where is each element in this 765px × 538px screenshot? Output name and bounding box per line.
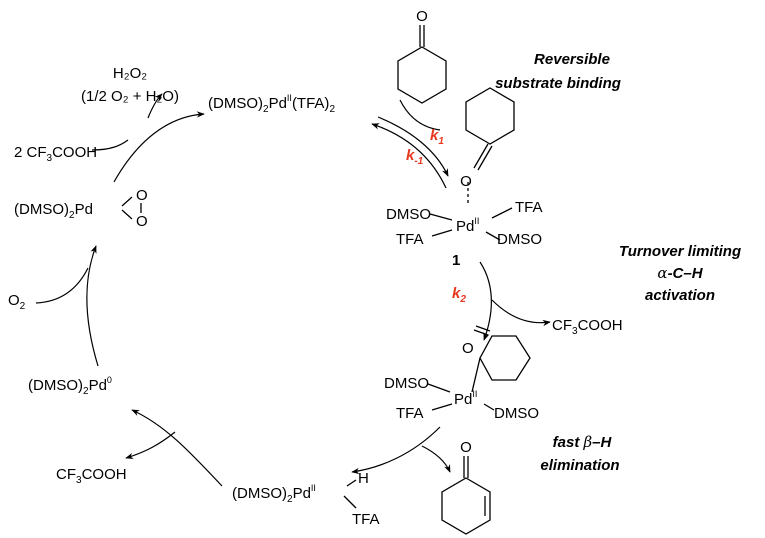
- cyclohexenone: O: [441, 439, 491, 535]
- cf3cooh-x2-label: 2 CF3COOH: [14, 144, 97, 164]
- cyclohexanone: O: [397, 8, 447, 104]
- arrow-h2o2-release: [147, 93, 163, 119]
- complex1-dmso-right: DMSO: [497, 231, 542, 248]
- alkyl-dmso-left: DMSO: [384, 375, 429, 392]
- h2o2-label: H₂O₂: [113, 65, 147, 82]
- arrow-binding-forward: [377, 116, 449, 177]
- cyclohexanone-oxygen: O: [416, 8, 428, 25]
- alkyl-dmso-right: DMSO: [494, 405, 539, 422]
- note-turnover-3: activation: [645, 287, 715, 304]
- pd0-label: (DMSO)2Pd0: [28, 375, 112, 397]
- arrow-beta-elimination: [351, 426, 441, 475]
- h2o2-alt-label: (1/2 O₂ + H₂O): [81, 88, 179, 105]
- complex1-tfa-left: TFA: [396, 231, 424, 248]
- peroxo-oxygen-bottom: O: [136, 213, 148, 230]
- cf3cooh-right-label: CF3COOH: [552, 317, 623, 337]
- alkyl-pd-complex: O DMSO PdII TFA DMSO: [384, 325, 539, 422]
- alkyl-pd-ox: II: [472, 389, 477, 399]
- arrow-substrate-feed: [399, 99, 441, 131]
- arrow-activation: [479, 261, 492, 341]
- cycle-arrows: [35, 93, 551, 487]
- note-fast-1: fast β–H: [553, 433, 613, 451]
- arrow-binding-reverse: [371, 123, 447, 189]
- arrow-cf3cooh-release-left: [125, 431, 176, 459]
- note-reversible-2: substrate binding: [495, 75, 621, 92]
- arrow-enone-release: [421, 445, 451, 473]
- note-turnover-2: α-C–H: [657, 264, 703, 282]
- peroxo-ligand: (DMSO): [14, 201, 69, 218]
- rate-k2: k2: [452, 285, 466, 305]
- svg-text:PdII: PdII: [456, 216, 479, 235]
- cyclohexenone-oxygen: O: [460, 439, 472, 456]
- svg-text:(DMSO)2PdII: (DMSO)2PdII: [232, 483, 316, 505]
- svg-text:PdII: PdII: [454, 389, 477, 408]
- rate-k1: k1: [430, 127, 444, 147]
- complex-1: O DMSO PdII TFA TFA DMSO 1: [386, 173, 543, 269]
- complex1-pd-ox: II: [474, 216, 479, 226]
- complex1-oxygen: O: [460, 173, 472, 190]
- alkyl-tfa-left: TFA: [396, 405, 424, 422]
- alkyl-pd: Pd: [454, 391, 472, 408]
- complex1-number: 1: [452, 252, 460, 269]
- arrow-o2-uptake: [35, 267, 89, 304]
- hydride-h: H: [358, 470, 369, 487]
- peroxo-pd: Pd: [75, 201, 93, 218]
- hydride-tfa: TFA: [352, 511, 380, 528]
- arrow-cf3cooh-release-right: [491, 299, 551, 327]
- pd-hydride-complex: (DMSO)2PdII H TFA: [232, 470, 380, 528]
- note-turnover-1: Turnover limiting: [619, 243, 741, 260]
- complex1-pd: Pd: [456, 218, 474, 235]
- note-reversible-1: Reversible: [534, 51, 610, 68]
- arrow-oxygenation: [86, 245, 99, 367]
- complex1-dmso-left: DMSO: [386, 206, 431, 223]
- bound-cyclohexanone: [465, 87, 515, 204]
- arrow-protonolysis: [113, 111, 205, 183]
- arrow-reductive-elimination: [131, 409, 223, 487]
- arrow-cf3cooh-uptake: [91, 139, 129, 151]
- note-fast-2: elimination: [540, 457, 619, 474]
- cf3cooh-left-label: CF3COOH: [56, 466, 127, 486]
- alkyl-oxygen: O: [462, 340, 474, 357]
- svg-text:(DMSO)2Pd: (DMSO)2Pd: [14, 201, 93, 221]
- pd-tfa2-label: (DMSO)2PdII(TFA)2: [208, 93, 335, 115]
- peroxo-oxygen-top: O: [136, 187, 148, 204]
- pd-peroxo-complex: (DMSO)2Pd O O: [14, 187, 148, 230]
- rate-k-minus1: k-1: [406, 147, 424, 167]
- complex1-tfa-right: TFA: [515, 199, 543, 216]
- o2-label: O2: [8, 292, 26, 312]
